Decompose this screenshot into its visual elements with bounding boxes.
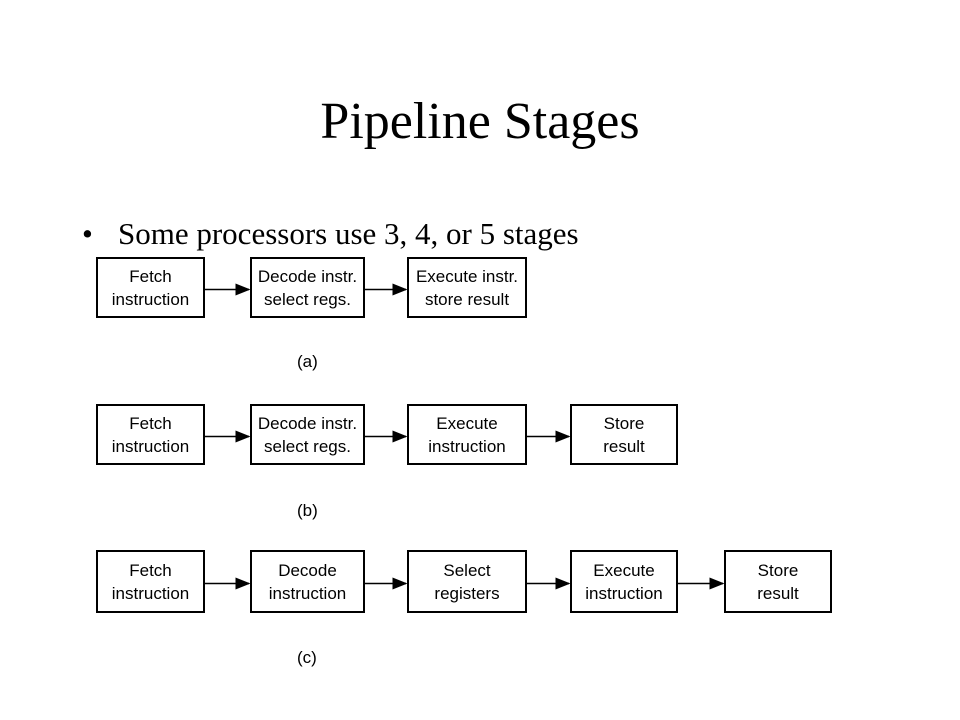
stage-label-line: instruction — [111, 436, 190, 456]
stage-label-line: instruction — [585, 583, 663, 603]
stage-label-line: Fetch — [129, 560, 172, 580]
stage-box: Decode instruction — [250, 550, 365, 613]
stage-label-line: instruction — [428, 436, 506, 456]
stage-box: Store result — [570, 404, 678, 465]
stage-label-line: instruction — [111, 583, 190, 603]
stage-label-line: select regs. — [264, 436, 351, 456]
stage-box: Execute instruction — [570, 550, 678, 613]
stage-label-line: select regs. — [264, 289, 351, 309]
figure-caption: (b) — [297, 501, 318, 520]
stage-label-line: instruction — [111, 289, 190, 309]
stage-box: Execute instruction — [407, 404, 527, 465]
figure-caption: (a) — [297, 352, 318, 371]
stage-label-line: instruction — [268, 583, 347, 603]
stage-box: Fetch instruction — [96, 404, 205, 465]
stage-box: Decode instr. select regs. — [250, 257, 365, 318]
stage-label-line: Store — [603, 413, 645, 433]
stage-label-line: registers — [434, 583, 500, 603]
bullet-text: Some processors use 3, 4, or 5 stages — [118, 216, 579, 251]
stage-box: Fetch instruction — [96, 257, 205, 318]
slide-title: Pipeline Stages — [320, 93, 640, 150]
stage-label-line: store result — [424, 289, 510, 309]
stage-label-line: Store — [757, 560, 799, 580]
stage-label-line: Fetch — [129, 266, 172, 286]
bullet-item: • Some processors use 3, 4, or 5 stages — [82, 216, 579, 252]
stage-label-line: Execute instr. — [415, 266, 519, 286]
stage-label-line: result — [603, 436, 645, 456]
stage-label-line: Decode instr. — [257, 413, 358, 433]
stage-label-line: Fetch — [129, 413, 172, 433]
stage-label-line: Decode — [278, 560, 337, 580]
stage-box: Store result — [724, 550, 832, 613]
stage-label-line: result — [757, 583, 799, 603]
stage-label-line: Execute — [436, 413, 498, 433]
stage-label-line: Select — [443, 560, 491, 580]
figure-caption: (c) — [297, 648, 317, 667]
stage-label-line: Decode instr. — [257, 266, 358, 286]
stage-box: Execute instr. store result — [407, 257, 527, 318]
stage-box: Decode instr. select regs. — [250, 404, 365, 465]
stage-box: Select registers — [407, 550, 527, 613]
stage-box: Fetch instruction — [96, 550, 205, 613]
stage-label-line: Execute — [593, 560, 655, 580]
bullet-dot-icon: • — [82, 216, 93, 251]
